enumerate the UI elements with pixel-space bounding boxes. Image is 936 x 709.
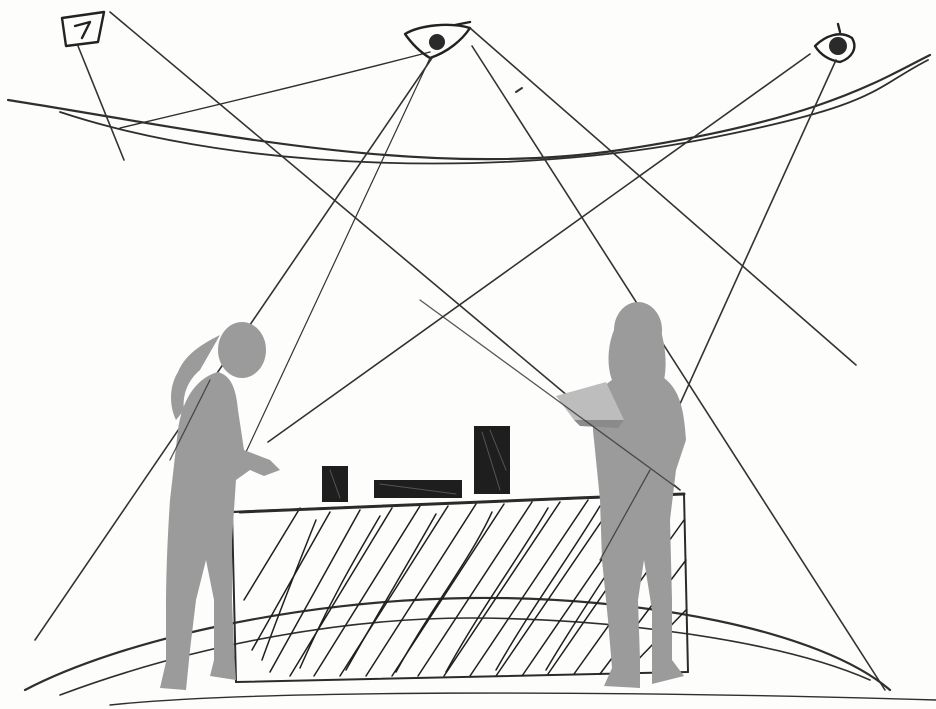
sketch-scene	[0, 0, 936, 709]
paper-background	[0, 0, 936, 709]
